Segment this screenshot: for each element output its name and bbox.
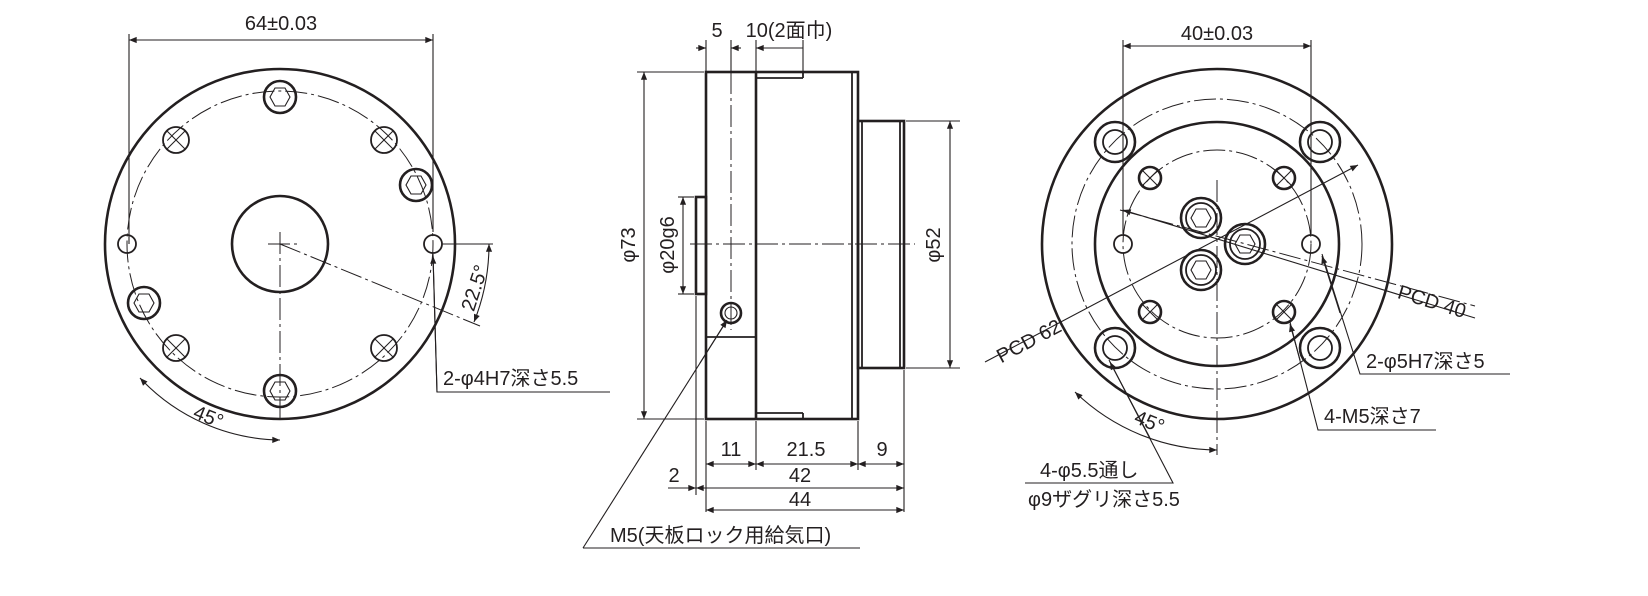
pin-hole-right — [1301, 234, 1321, 254]
dim-44: 44 — [789, 489, 811, 511]
center-bolt-top — [1179, 196, 1223, 240]
hex-bolt-top — [262, 79, 298, 115]
label-pcd-62: PCD 62 — [993, 316, 1065, 368]
pin-hole-left — [1113, 234, 1133, 254]
dim-width-64: 64±0.03 — [245, 13, 317, 35]
tap-hole-ul — [1137, 165, 1163, 191]
counterbore-hole-ul — [1093, 120, 1137, 164]
dim-21-5: 21.5 — [787, 439, 826, 461]
hex-bolt-right — [398, 167, 434, 203]
dim-angle-22-5: 22.5° — [458, 262, 493, 313]
note-counterbore: φ9ザグリ深さ5.5 — [1028, 488, 1180, 511]
dim-10-flats: 10(2面巾) — [746, 19, 833, 42]
dim-angle-45: 45° — [190, 402, 226, 434]
cross-hole-lower-right — [370, 334, 398, 362]
dim-42: 42 — [789, 465, 811, 487]
tap-hole-lr — [1271, 299, 1297, 325]
side-section-view: 5 10(2面巾) φ73 φ20g6 φ52 11 21.5 9 42 44 — [582, 19, 960, 549]
label-pcd-40: PCD 40 — [1395, 282, 1468, 324]
dim-width-40: 40±0.03 — [1181, 23, 1253, 45]
note-pin-holes: 2-φ4H7深さ5.5 — [443, 367, 578, 390]
left-front-view: 64±0.03 22.5° 45° 2-φ4H7深さ5.5 — [103, 13, 610, 443]
hex-bolt-left — [126, 285, 162, 321]
cross-hole-lower-left — [162, 334, 190, 362]
counterbore-hole-ll — [1093, 326, 1137, 370]
pin-hole-left — [117, 234, 137, 254]
counterbore-hole-ur — [1298, 120, 1342, 164]
note-air-port: M5(天板ロック用給気口) — [610, 524, 831, 547]
dim-5: 5 — [711, 20, 722, 42]
counterbore-hole-lr — [1298, 326, 1342, 370]
tap-hole-ur — [1271, 165, 1297, 191]
note-through-holes: 4-φ5.5通し — [1040, 459, 1139, 482]
dim-2: 2 — [668, 465, 679, 487]
air-port-m5 — [719, 72, 743, 330]
tap-hole-ll — [1137, 299, 1163, 325]
center-bolt-bottom — [1179, 248, 1223, 292]
note-tap-holes: 4-M5深さ7 — [1324, 405, 1421, 428]
dim-diameter-20g6: φ20g6 — [657, 216, 679, 273]
note-pin-holes: 2-φ5H7深さ5 — [1366, 350, 1485, 373]
cross-hole-upper-left — [162, 126, 190, 154]
dim-diameter-52: φ52 — [923, 227, 945, 262]
dim-diameter-73: φ73 — [618, 227, 640, 262]
dim-9: 9 — [876, 439, 887, 461]
center-bolt-right — [1223, 222, 1267, 266]
dim-11: 11 — [721, 439, 742, 461]
right-rear-view: 40±0.03 PCD 62 PCD 40 2-φ5H7深さ5 4-M5深さ7 … — [984, 23, 1510, 511]
cross-hole-upper-right — [370, 126, 398, 154]
